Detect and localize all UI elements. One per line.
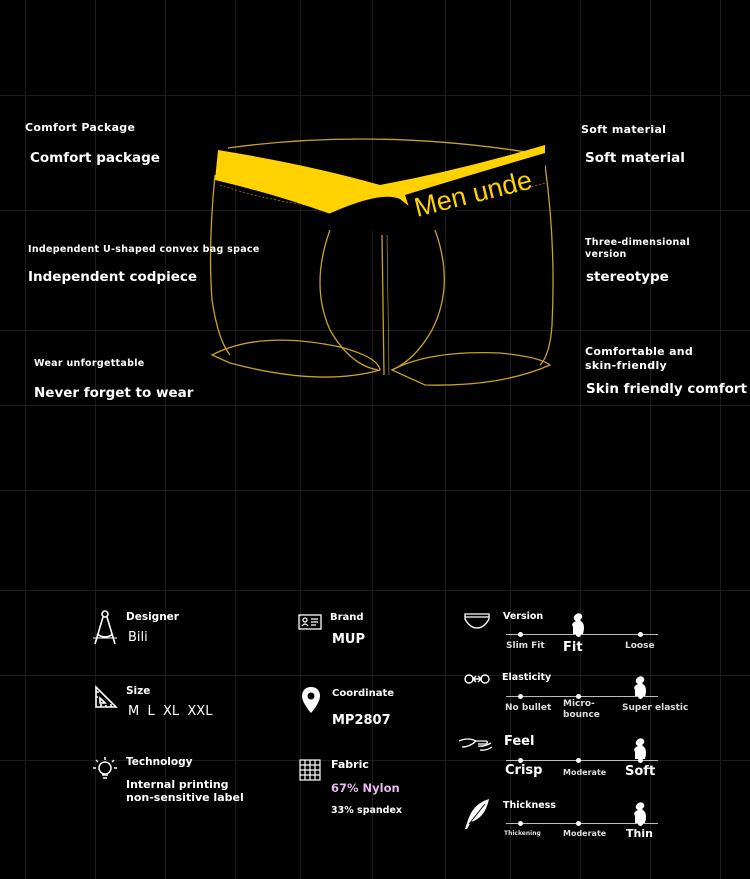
technology-title: Technology — [126, 756, 193, 768]
thickness-dot-2 — [576, 821, 581, 826]
skin-friendly-caption-1: Comfortable and — [585, 345, 694, 358]
version-dot-2 — [576, 632, 581, 637]
skin-friendly-caption-2: skin-friendly — [585, 359, 668, 372]
briefs-icon — [464, 613, 490, 629]
elasticity-scale — [506, 696, 658, 697]
version-marker-icon — [572, 613, 584, 634]
elasticity-marker-icon — [634, 676, 646, 697]
fabric-title: Fabric — [331, 758, 369, 771]
technology-value-2: non-sensitive label — [126, 791, 244, 804]
wear-caption: Wear unforgettable — [34, 358, 145, 369]
codpiece-label: Independent codpiece — [28, 269, 198, 285]
skin-friendly-label: Skin friendly comfort — [586, 381, 747, 397]
feather-icon — [465, 799, 489, 829]
feel-marker-icon — [634, 738, 646, 759]
lightbulb-icon — [93, 757, 117, 779]
boxer-brief-illustration: Men unde — [209, 138, 554, 386]
size-title: Size — [126, 685, 151, 697]
feel-scale — [506, 760, 658, 761]
brand-title: Brand — [330, 612, 364, 623]
feel-label-soft: Soft — [625, 764, 656, 779]
id-card-icon — [298, 614, 322, 630]
wear-label: Never forget to wear — [34, 385, 194, 401]
hand-feel-icon — [458, 738, 493, 751]
soft-material-caption: Soft material — [581, 123, 667, 136]
designer-value: Bili — [128, 630, 148, 645]
waistband — [215, 145, 545, 233]
thickness-label-moderate: Moderate — [563, 829, 607, 838]
comfort-package-label: Comfort package — [30, 150, 160, 166]
thickness-label-thickening: Thickening — [504, 830, 541, 837]
comfort-package-caption: Comfort Package — [25, 121, 136, 134]
version-scale — [506, 634, 658, 635]
elasticity-dot-2 — [576, 694, 581, 699]
version-title: Version — [503, 611, 544, 622]
elasticity-label-no-bullet: No bullet — [505, 703, 552, 713]
elasticity-label-super: Super elastic — [622, 703, 689, 713]
feel-title: Feel — [504, 734, 535, 749]
feel-dot-2 — [576, 758, 581, 763]
location-pin-icon — [302, 687, 320, 713]
feel-label-moderate: Moderate — [563, 768, 607, 777]
coordinate-value: MP2807 — [332, 713, 391, 728]
three-dimensional-caption-1: Three-dimensional — [585, 237, 690, 248]
thickness-title: Thickness — [503, 800, 556, 811]
designer-title: Designer — [126, 611, 179, 623]
thickness-marker-icon — [634, 802, 646, 823]
size-value: M L XL XXL — [128, 704, 213, 719]
stereotype-label: stereotype — [586, 269, 669, 285]
soft-material-label: Soft material — [585, 150, 685, 166]
fabric-value-spandex: 33% spandex — [331, 805, 403, 816]
brand-value: MUP — [332, 632, 366, 647]
elasticity-dot-3 — [638, 694, 643, 699]
version-dot-3 — [638, 632, 643, 637]
version-label-fit: Fit — [563, 640, 583, 655]
stretch-icon — [464, 674, 490, 684]
thickness-scale — [506, 823, 658, 824]
fabric-grid-icon — [299, 759, 321, 781]
elasticity-label-micro: Micro-bounce — [563, 699, 600, 720]
thickness-dot-1 — [518, 821, 523, 826]
version-label-slim: Slim Fit — [506, 641, 545, 651]
elasticity-title: Elasticity — [502, 672, 552, 683]
feel-dot-3 — [638, 758, 643, 763]
thickness-label-thin: Thin — [626, 827, 653, 840]
ruler-triangle-icon — [95, 685, 118, 708]
three-dimensional-caption-2: version — [585, 249, 627, 260]
feel-dot-1 — [518, 758, 523, 763]
thickness-dot-3 — [638, 821, 643, 826]
codpiece-caption: Independent U-shaped convex bag space — [28, 244, 260, 255]
version-label-loose: Loose — [625, 641, 655, 651]
compass-icon — [93, 610, 117, 645]
feel-label-crisp: Crisp — [505, 763, 543, 778]
version-dot-1 — [518, 632, 523, 637]
technology-value-1: Internal printing — [126, 778, 229, 791]
fabric-value-nylon: 67% Nylon — [331, 781, 400, 795]
elasticity-dot-1 — [518, 694, 523, 699]
coordinate-title: Coordinate — [332, 688, 395, 699]
